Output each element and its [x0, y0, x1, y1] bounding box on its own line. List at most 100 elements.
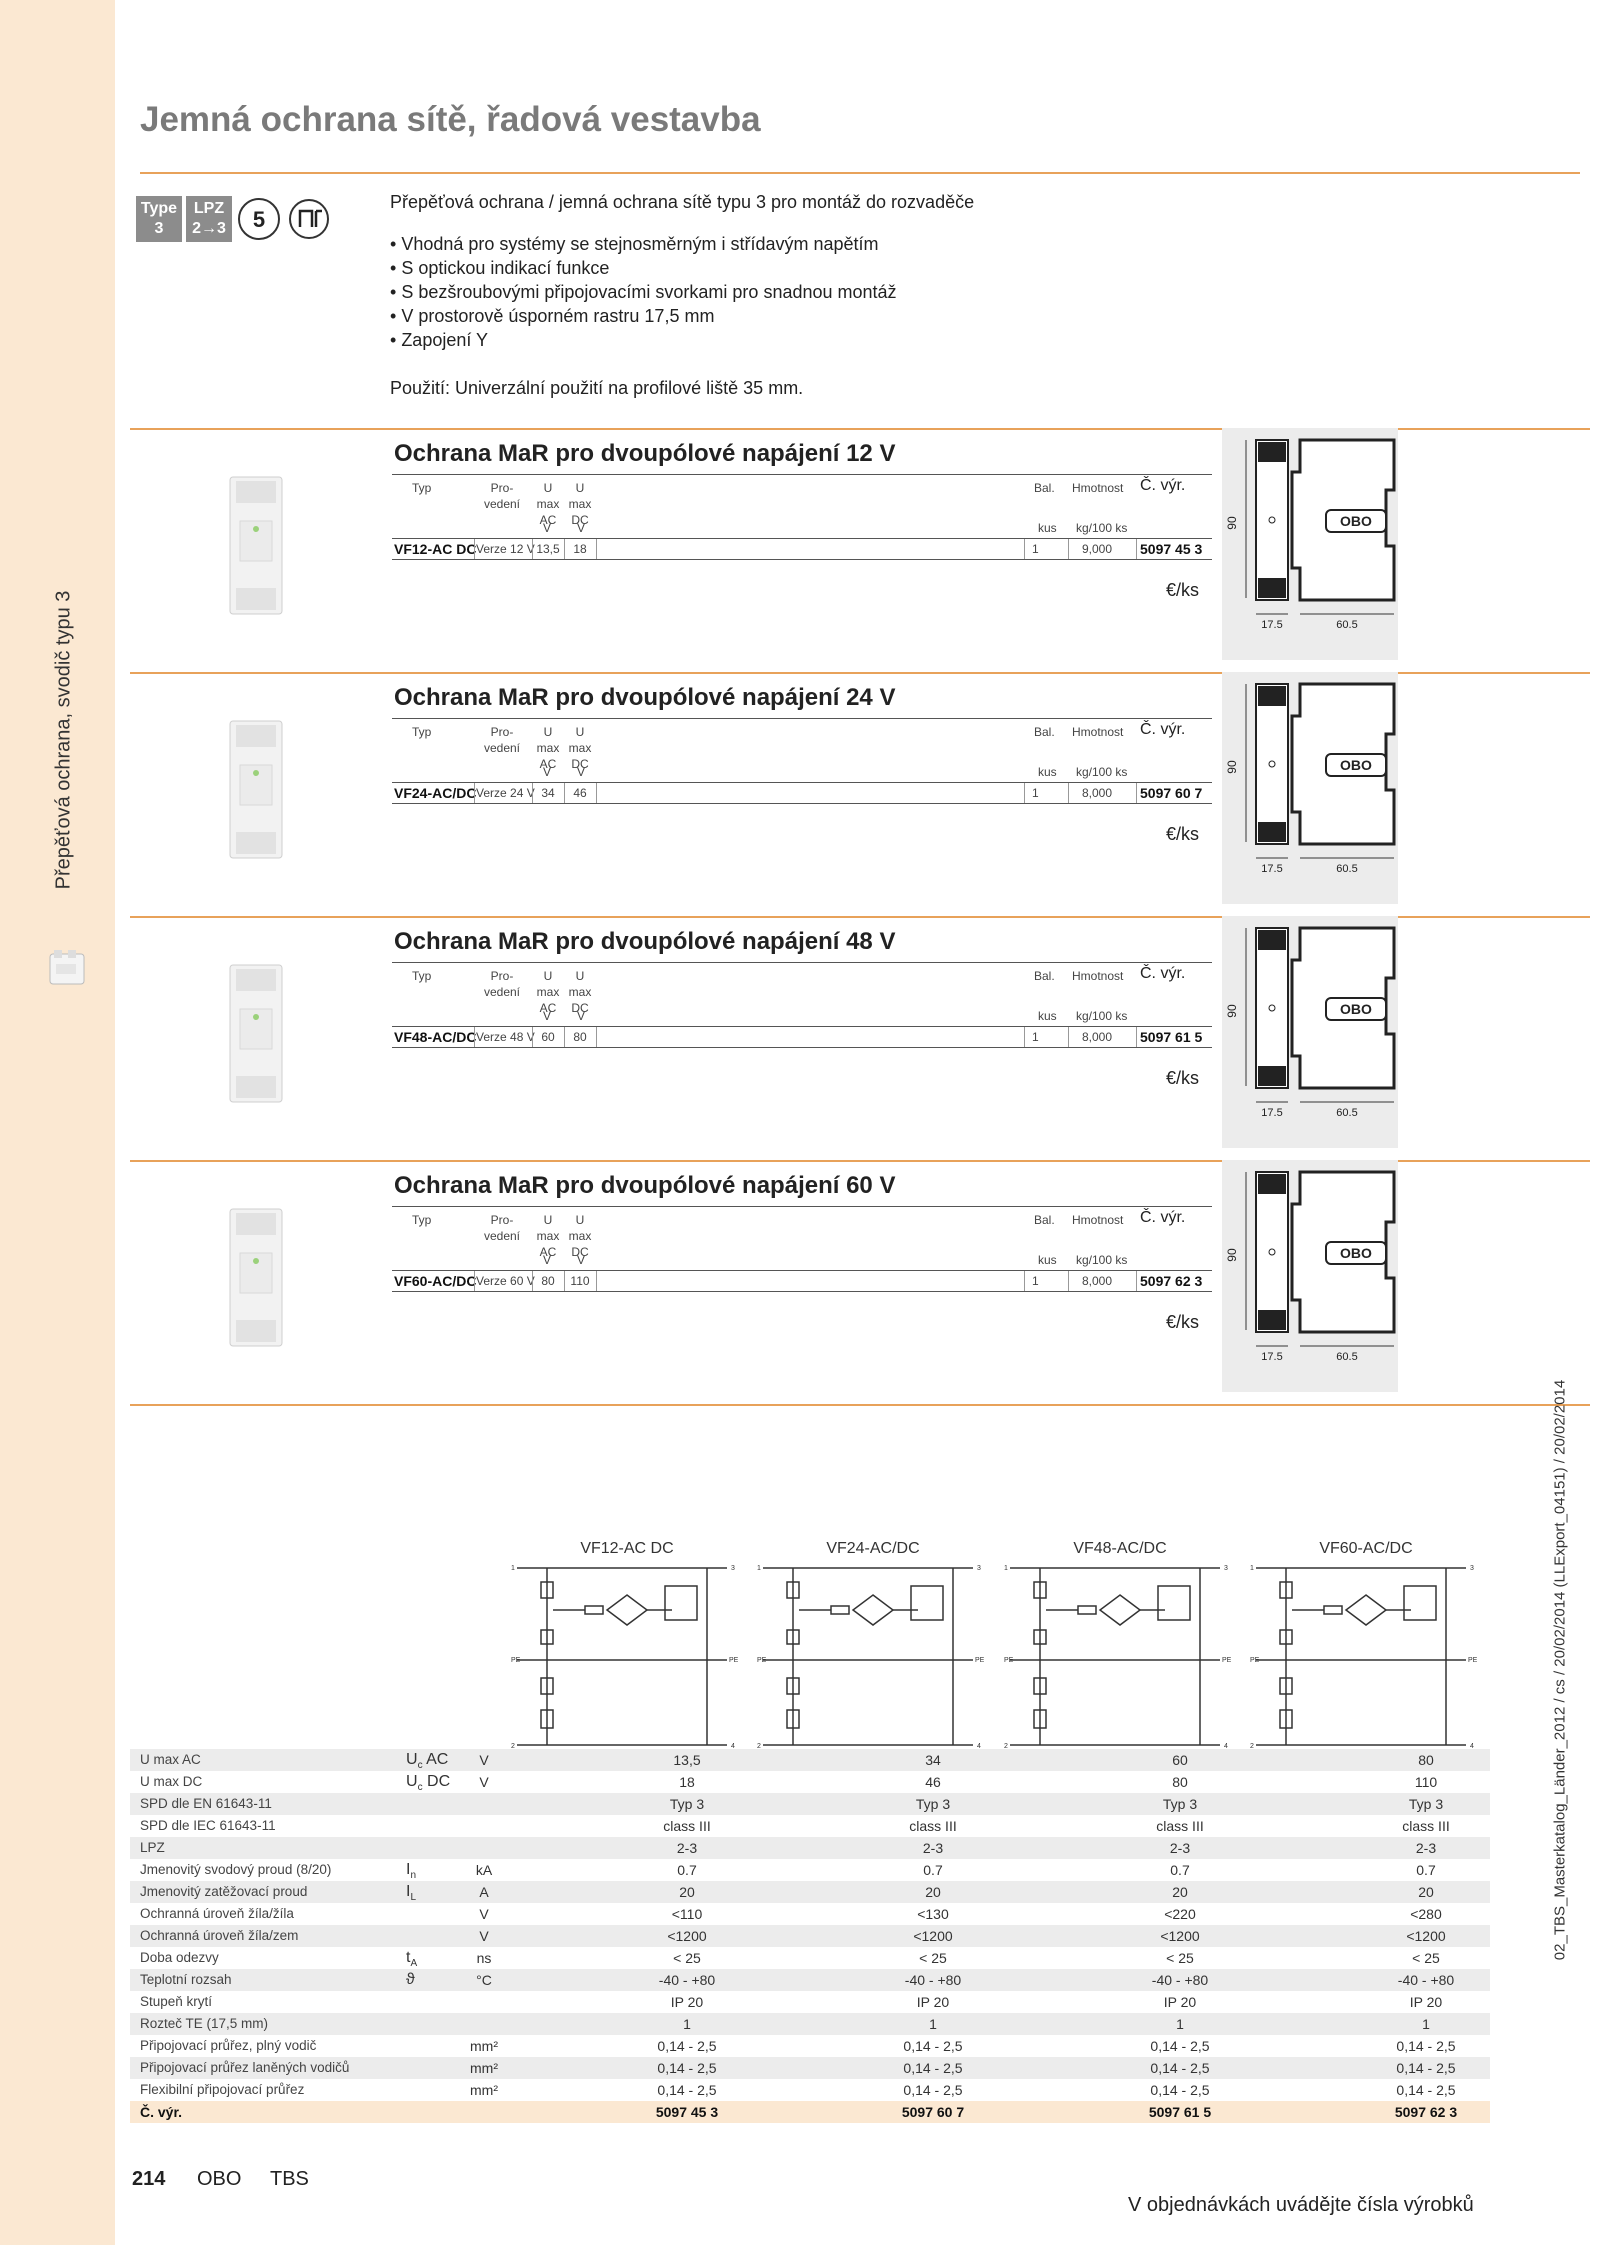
spec-value: 0,14 - 2,5 — [1150, 2060, 1210, 2076]
weight-value: 8,000 — [1082, 1274, 1113, 1288]
umax-dc-value: 110 — [570, 1274, 590, 1288]
spec-value: 1 — [1422, 2016, 1430, 2032]
spec-label: Teplotní rozsah — [140, 1972, 232, 1987]
header-hmotnost: Hmotnost — [1072, 481, 1124, 495]
header-provedeni: Pro-vedení — [483, 969, 521, 999]
spec-value: <1200 — [667, 1928, 707, 1944]
header-bal: Bal. — [1034, 725, 1055, 739]
dimension-drawing: 90 OBO 17.5 60.5 — [1222, 428, 1398, 660]
product-block: Ochrana MaR pro dvoupólové napájení 24 V… — [130, 672, 1590, 917]
page-number: 214 — [132, 2168, 166, 2190]
svg-text:4: 4 — [1224, 1743, 1228, 1750]
usage-note: Použití: Univerzální použití na profilov… — [390, 378, 804, 398]
svg-text:PE: PE — [1250, 1657, 1260, 1664]
dim-width-wide: 60.5 — [1336, 619, 1357, 631]
price-unit: €/ks — [1166, 824, 1200, 844]
spec-value: 0,14 - 2,5 — [1396, 2082, 1456, 2098]
spec-label: SPD dle IEC 61643-11 — [140, 1818, 276, 1833]
dim-width-narrow: 17.5 — [1261, 1351, 1282, 1363]
svg-text:3: 3 — [977, 1565, 981, 1572]
spec-value: 1 — [683, 2016, 691, 2032]
product-version: Verze 24 V — [476, 786, 535, 800]
unit-kg: kg/100 ks — [1076, 521, 1128, 535]
svg-text:2: 2 — [1250, 1743, 1254, 1750]
spec-value: 2-3 — [922, 1840, 944, 1856]
dim-height: 90 — [1225, 760, 1239, 774]
footer-section: TBS — [270, 2168, 309, 2190]
product-rule — [130, 1404, 1590, 1406]
spec-label: Připojovací průřez, plný vodič — [140, 2038, 317, 2053]
unit-kg: kg/100 ks — [1076, 765, 1128, 779]
spec-value: -40 - +80 — [658, 1972, 716, 1988]
spec-unit: V — [479, 1774, 489, 1790]
spec-value: <1200 — [1406, 1928, 1446, 1944]
svg-text:5: 5 — [253, 207, 265, 232]
svg-text:3: 3 — [731, 1565, 735, 1572]
spec-label: U max AC — [140, 1752, 201, 1767]
spec-label: U max DC — [140, 1774, 203, 1789]
spec-label: SPD dle EN 61643-11 — [140, 1796, 272, 1811]
spec-unit: A — [479, 1884, 489, 1900]
svg-text:3: 3 — [1224, 1565, 1228, 1572]
feature-item: S bezšroubovými připojovacími svorkami p… — [390, 280, 974, 304]
spec-value: 34 — [925, 1752, 941, 1768]
spec-value: Typ 3 — [915, 1796, 951, 1812]
spec-value: 0,14 - 2,5 — [1150, 2082, 1210, 2098]
product-type: VF24-AC/DC — [394, 785, 477, 801]
spec-value: -40 - +80 — [1151, 1972, 1209, 1988]
spec-unit: V — [479, 1752, 489, 1768]
unit-v: V — [543, 765, 552, 779]
spec-unit: mm² — [470, 2060, 498, 2076]
circuit-title: VF12-AC DC — [580, 1540, 674, 1557]
header-bal: Bal. — [1034, 481, 1055, 495]
spec-label: Stupeň krytí — [140, 1994, 213, 2009]
product-block: Ochrana MaR pro dvoupólové napájení 48 V… — [130, 916, 1590, 1161]
header-provedeni: Pro-vedení — [483, 1213, 521, 1243]
product-title: Ochrana MaR pro dvoupólové napájení 12 V — [394, 440, 896, 467]
spec-unit: mm² — [470, 2082, 498, 2098]
bal-value: 1 — [1032, 1030, 1039, 1044]
spec-row: Připojovací průřez laněných vodičů mm² 0,1… — [130, 2057, 1490, 2079]
header-cislo-vyrobku: Č. výr. — [1140, 721, 1186, 738]
header-cislo-vyrobku: Č. výr. — [1140, 1209, 1186, 1226]
unit-v: V — [577, 765, 586, 779]
spec-value: 0,14 - 2,5 — [1150, 2038, 1210, 2054]
spec-value: 1 — [929, 2016, 937, 2032]
feature-item: Zapojení Y — [390, 328, 974, 352]
svg-text:PE: PE — [975, 1657, 985, 1664]
spec-symbol: IL — [406, 1883, 417, 1904]
spec-value: 20 — [1418, 1884, 1434, 1900]
spec-label: Ochranná úroveň žíla/zem — [140, 1928, 299, 1943]
spec-label: Rozteč TE (17,5 mm) — [140, 2016, 269, 2031]
sidebar-band — [0, 0, 115, 2245]
spec-value: 20 — [679, 1884, 695, 1900]
spec-unit: V — [479, 1928, 489, 1944]
header-typ: Typ — [412, 725, 432, 739]
spec-article-number: 5097 61 5 — [1148, 2104, 1212, 2120]
spec-label: Připojovací průřez laněných vodičů — [140, 2060, 350, 2075]
unit-v: V — [543, 1009, 552, 1023]
product-row: VF48-AC/DC Verze 48 V 60 80 1 8,000 5097… — [392, 1026, 1212, 1048]
spec-value: Typ 3 — [669, 1796, 705, 1812]
spec-value: 110 — [1414, 1774, 1438, 1790]
spec-value: 0,14 - 2,5 — [1396, 2038, 1456, 2054]
umax-dc-value: 18 — [573, 542, 587, 556]
umax-dc-value: 80 — [573, 1030, 587, 1044]
article-number: 5097 45 3 — [1140, 541, 1203, 557]
product-title: Ochrana MaR pro dvoupólové napájení 24 V — [394, 684, 896, 711]
spec-label: LPZ — [140, 1840, 165, 1855]
header-provedeni: Pro-vedení — [483, 481, 521, 511]
spec-label: Jmenovitý zatěžovací proud — [140, 1884, 308, 1899]
gost-certification-icon — [289, 199, 329, 239]
